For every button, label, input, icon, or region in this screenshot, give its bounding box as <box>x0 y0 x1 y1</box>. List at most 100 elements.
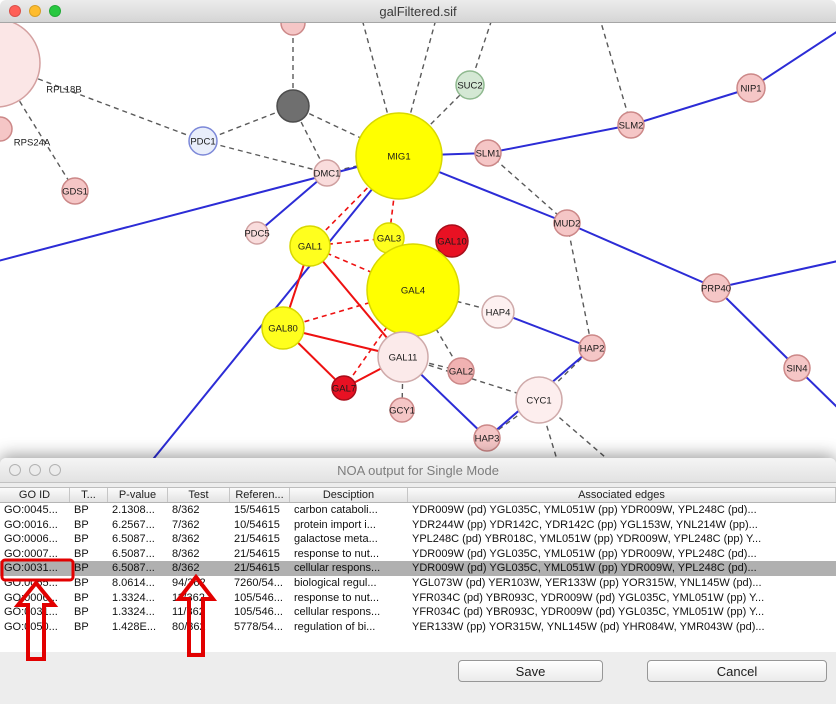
node-RPS24A[interactable] <box>0 116 13 142</box>
edge-NIP1-v-top-right[interactable] <box>750 31 836 89</box>
edge-PDC5-DMC1[interactable] <box>256 172 328 234</box>
close-button[interactable] <box>9 5 21 17</box>
node-cut-top[interactable] <box>280 23 306 36</box>
table-cell: 7/362 <box>172 518 200 531</box>
edge-SLM1-SLM2[interactable] <box>487 124 632 154</box>
edge-MUD2-HAP2[interactable] <box>566 222 593 349</box>
zoom-button[interactable] <box>49 464 61 476</box>
node-PDC5[interactable] <box>245 221 269 245</box>
node-PRP40[interactable] <box>701 273 731 303</box>
edge-SLM1-MUD2[interactable] <box>487 152 568 224</box>
column-header-go-id[interactable]: GO ID <box>0 488 70 502</box>
noa-titlebar[interactable]: NOA output for Single Mode <box>0 458 836 483</box>
close-button[interactable] <box>9 464 21 476</box>
edge-CYC1-v-bottom-c[interactable] <box>538 399 612 459</box>
node-GAL10[interactable] <box>435 224 469 258</box>
table-cell: 94/362 <box>172 576 206 589</box>
node-HAP4[interactable] <box>481 295 515 329</box>
node-GAL4[interactable] <box>366 243 460 337</box>
minimize-button[interactable] <box>29 464 41 476</box>
node-MIG1[interactable] <box>355 112 443 200</box>
table-cell: cellular respons... <box>294 562 381 575</box>
table-cell: 6.5087... <box>112 562 155 575</box>
edge-GAL11-CYC1[interactable] <box>402 356 540 401</box>
table-cell: galactose meta... <box>294 533 378 546</box>
node-GAL11[interactable] <box>377 331 429 383</box>
column-header-associated-edges[interactable]: Associated edges <box>408 488 836 502</box>
node-HAP3[interactable] <box>473 424 501 452</box>
table-cell: response to nut... <box>294 591 379 604</box>
table-cell: 15/54615 <box>234 504 280 516</box>
edge-SLM2-v-top-d[interactable] <box>600 23 632 126</box>
table-cell: YDR009W (pd) YGL035C, YML051W (pp) YDR00… <box>412 504 757 516</box>
node-HAP2[interactable] <box>578 334 606 362</box>
table-cell: 21/54615 <box>234 533 280 546</box>
node-MUD2[interactable] <box>553 209 581 237</box>
node-SLM1[interactable] <box>474 139 502 167</box>
edge-RPL18B-GDS1[interactable] <box>0 63 76 192</box>
node-CYC1[interactable] <box>515 376 563 424</box>
column-header-t[interactable]: T... <box>70 488 108 502</box>
edge-PDC1-unnamed-gray[interactable] <box>202 105 294 142</box>
edge-MIG1-v-top-b[interactable] <box>398 23 436 157</box>
node-NIP1[interactable] <box>736 73 766 103</box>
table-cell: GO:0006... <box>4 591 58 604</box>
edge-MIG1-v-top-a[interactable] <box>362 23 400 157</box>
edge-HAP4-HAP2[interactable] <box>497 311 593 349</box>
save-button[interactable]: Save <box>458 660 603 682</box>
node-DMC1[interactable] <box>313 159 341 187</box>
node-RPL18B[interactable] <box>0 23 41 108</box>
zoom-button[interactable] <box>49 5 61 17</box>
node-SIN4[interactable] <box>783 354 811 382</box>
table-cell: 7260/54... <box>234 576 283 589</box>
table-cell: response to nut... <box>294 547 379 560</box>
table-cell: 10/54615 <box>234 518 280 531</box>
edge-SLM2-NIP1[interactable] <box>630 87 752 126</box>
edge-MIG1-SUC2[interactable] <box>398 84 471 157</box>
table-cell: 11/362 <box>172 591 205 604</box>
edge-PDC1-DMC1[interactable] <box>202 140 328 174</box>
table-cell: YDR009W (pd) YGL035C, YML051W (pp) YDR00… <box>412 562 757 575</box>
node-GAL80[interactable] <box>261 306 305 350</box>
node-GDS1[interactable] <box>61 177 89 205</box>
node-GCY1[interactable] <box>389 397 415 423</box>
node-GAL1[interactable] <box>289 225 331 267</box>
edge-PRP40-v-right-a[interactable] <box>715 260 836 289</box>
node-unnamed-gray[interactable] <box>276 89 310 123</box>
cancel-button[interactable]: Cancel <box>647 660 827 682</box>
edge-unnamed-gray-MIG1[interactable] <box>292 105 400 157</box>
node-SLM2[interactable] <box>617 111 645 139</box>
table-cell: cellular respons... <box>294 606 381 619</box>
column-header-test[interactable]: Test <box>168 488 230 502</box>
table-cell: BP <box>74 606 89 619</box>
column-header-desciption[interactable]: Desciption <box>290 488 408 502</box>
edge-MUD2-PRP40[interactable] <box>566 222 717 289</box>
table-cell: BP <box>74 562 89 575</box>
node-SUC2[interactable] <box>455 70 485 100</box>
window-controls <box>9 5 61 17</box>
edge-GAL4-GAL2[interactable] <box>412 289 462 372</box>
node-GAL7[interactable] <box>331 375 357 401</box>
cytoscape-titlebar[interactable]: galFiltered.sif <box>0 0 836 23</box>
table-cell: 11/362 <box>172 606 205 619</box>
column-header-p-value[interactable]: P-value <box>108 488 168 502</box>
table-cell: 8/362 <box>172 562 200 575</box>
edge-PRP40-SIN4[interactable] <box>715 287 798 369</box>
minimize-button[interactable] <box>29 5 41 17</box>
column-header-referen[interactable]: Referen... <box>230 488 290 502</box>
node-PDC1[interactable] <box>188 126 218 156</box>
node-GAL2[interactable] <box>447 357 475 385</box>
table-cell: BP <box>74 533 89 546</box>
table-cell: 5778/54... <box>234 620 283 633</box>
table-cell: YDR244W (pp) YDR142C, YDR142C (pp) YGL15… <box>412 518 758 531</box>
